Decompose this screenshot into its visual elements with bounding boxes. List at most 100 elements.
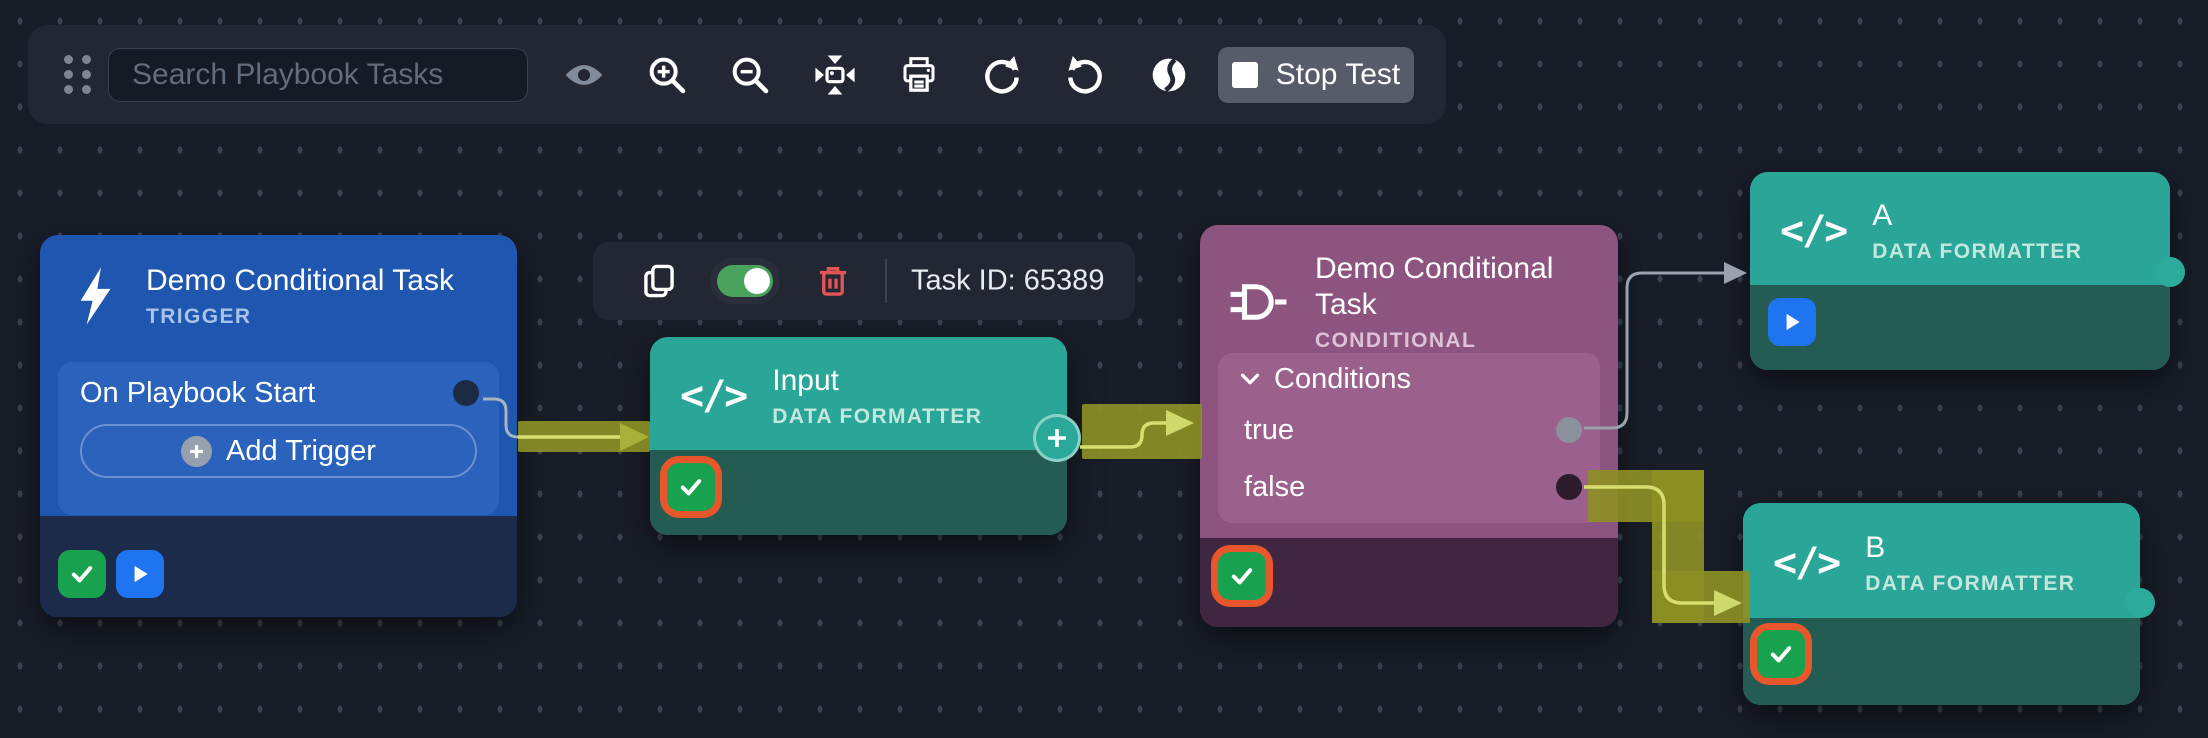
node-type-label: CONDITIONAL <box>1315 329 1477 352</box>
add-trigger-button[interactable]: Add Trigger <box>80 424 477 478</box>
a-output-port[interactable] <box>2155 257 2185 287</box>
node-title: B <box>1865 531 1886 564</box>
fit-view-icon <box>815 54 855 95</box>
play-icon <box>134 565 148 583</box>
task-enabled-toggle[interactable] <box>717 265 773 297</box>
copy-icon <box>644 264 674 298</box>
run-task-button[interactable] <box>1768 298 1816 346</box>
branch-row-true[interactable]: true <box>1218 405 1600 455</box>
edge-input-to-conditional[interactable] <box>1080 421 1166 449</box>
undo-button[interactable] <box>1059 49 1111 101</box>
redo-icon <box>985 55 1019 93</box>
check-icon <box>1231 568 1253 585</box>
input-header-content: </> Input DATA FORMATTER <box>680 363 982 429</box>
node-type-label: TRIGGER <box>146 305 252 328</box>
globe-button[interactable] <box>1143 49 1195 101</box>
chevron-down-icon <box>1240 373 1260 385</box>
check-icon <box>680 479 702 496</box>
trigger-event-row[interactable]: On Playbook Start <box>58 362 499 424</box>
trigger-header: Demo Conditional Task TRIGGER <box>70 263 454 329</box>
code-icon: </> <box>1773 540 1841 586</box>
task-success-status-button[interactable] <box>1757 630 1805 678</box>
zoom-out-icon <box>732 57 769 93</box>
plus-icon <box>181 435 213 467</box>
check-icon <box>1770 646 1792 663</box>
arrowhead-into-b <box>1714 590 1742 616</box>
zoom-in-button[interactable] <box>641 49 693 101</box>
arrowhead-into-input <box>620 423 649 451</box>
node-type-label: DATA FORMATTER <box>772 405 983 428</box>
trigger-footer <box>40 516 517 617</box>
stop-test-button[interactable]: Stop Test <box>1218 46 1414 103</box>
canvas-toolbar: Stop Test <box>28 25 1446 124</box>
zoom-in-icon <box>649 57 686 93</box>
task-success-status-button[interactable] <box>58 550 106 598</box>
a-header <box>1750 172 2170 285</box>
code-icon: </> <box>1780 208 1848 254</box>
print-icon <box>903 56 935 92</box>
a-body <box>1750 285 2170 370</box>
search-input[interactable] <box>130 56 520 93</box>
globe-icon <box>1152 57 1186 92</box>
trigger-output-port[interactable] <box>453 380 479 406</box>
run-task-button[interactable] <box>116 550 164 598</box>
code-icon: </> <box>680 373 748 419</box>
print-button[interactable] <box>893 49 945 101</box>
run-path-band-input-conditional <box>1082 404 1202 459</box>
task-success-status-button[interactable] <box>1218 552 1266 600</box>
b-output-port[interactable] <box>2125 588 2155 618</box>
undo-icon <box>1068 55 1102 93</box>
visibility-button[interactable] <box>558 49 610 101</box>
drag-handle-icon[interactable] <box>58 45 98 105</box>
input-header <box>650 337 1067 450</box>
node-type-label: DATA FORMATTER <box>1865 572 2076 595</box>
node-title: Demo Conditional Task <box>146 264 454 297</box>
zoom-out-button[interactable] <box>724 49 776 101</box>
node-title: A <box>1872 199 1893 232</box>
node-trigger[interactable]: Demo Conditional Task TRIGGER On Playboo… <box>40 235 517 617</box>
branch-row-false[interactable]: false <box>1218 462 1600 512</box>
run-path-band-false-v <box>1652 470 1704 623</box>
trash-icon <box>819 267 847 296</box>
b-header <box>1743 503 2140 618</box>
task-action-toolbar: Task ID: 65389 <box>593 242 1135 320</box>
play-icon <box>1786 313 1800 331</box>
node-b[interactable]: </> B DATA FORMATTER <box>1743 503 2155 705</box>
toggle-track[interactable] <box>717 265 773 297</box>
conditions-section-toggle[interactable]: Conditions <box>1218 353 1600 405</box>
node-a[interactable]: </> A DATA FORMATTER <box>1750 172 2185 370</box>
plus-icon <box>1048 429 1066 447</box>
stop-test-label: Stop Test <box>1275 57 1401 91</box>
arrowhead-into-conditional <box>1166 410 1194 436</box>
conditional-footer <box>1200 538 1618 627</box>
check-icon <box>71 566 93 583</box>
eye-icon <box>565 64 603 85</box>
false-output-port[interactable] <box>1556 474 1582 500</box>
copy-task-button[interactable] <box>633 255 685 307</box>
branch-true-label: true <box>1244 413 1294 446</box>
true-output-port[interactable] <box>1556 417 1582 443</box>
redo-button[interactable] <box>976 49 1028 101</box>
task-id-label: Task ID: 65389 <box>911 264 1105 297</box>
stop-icon <box>1231 61 1258 88</box>
input-body <box>650 450 1067 535</box>
logic-gate-icon <box>1230 284 1287 320</box>
delete-task-button[interactable] <box>807 255 859 307</box>
search-box[interactable] <box>108 47 528 102</box>
task-success-status-button[interactable] <box>667 463 715 511</box>
run-path-band-trigger-input <box>518 421 650 452</box>
toolbar-divider <box>885 259 887 303</box>
run-path-band-false-h2 <box>1652 571 1750 623</box>
node-title: Input <box>772 364 839 397</box>
node-title: Demo Conditional Task <box>1315 252 1554 321</box>
conditions-section-label: Conditions <box>1274 362 1412 395</box>
node-type-label: DATA FORMATTER <box>1872 240 2083 263</box>
node-conditional[interactable]: Demo Conditional Task CONDITIONAL Condit… <box>1200 225 1618 627</box>
conditional-header: Demo Conditional Task CONDITIONAL <box>1228 251 1618 353</box>
node-input[interactable]: </> Input DATA FORMATTER <box>650 337 1081 535</box>
conditions-panel: Conditions true false <box>1218 353 1600 523</box>
fit-view-button[interactable] <box>809 49 861 101</box>
branch-false-label: false <box>1244 470 1306 503</box>
add-connection-button[interactable] <box>1033 414 1081 462</box>
